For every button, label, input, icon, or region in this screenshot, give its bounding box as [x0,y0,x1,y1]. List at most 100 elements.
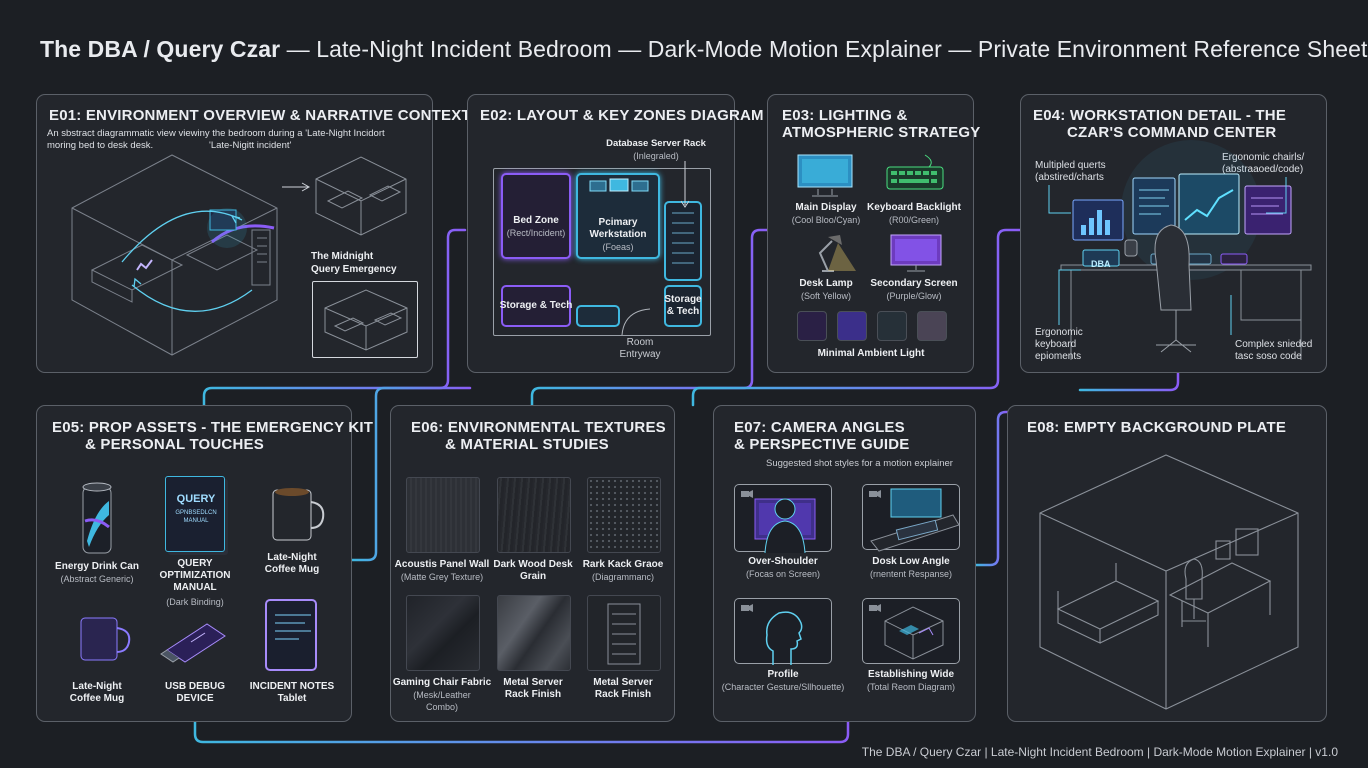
book-cover-text: GPNBSEDLCN [175,510,217,516]
profile-silhouette [741,604,803,665]
zone-label: (Rect/Incident) [506,228,566,238]
description-text: 'Late-Nigitt incident' [209,140,292,151]
zone-label: Entryway [619,349,661,360]
manual-book-icon: QUERY GPNBSEDLCN MANUAL [165,476,225,552]
secondary-screen-icon [890,234,942,272]
zone-label: Pcimary [598,217,638,228]
command-center-illustration [1060,140,1312,360]
light-label: (Soft Yellow) [800,291,852,301]
isometric-room-illustration [71,154,278,356]
page-title: The DBA / Query Czar — Late-Night Incide… [40,36,1368,62]
description-text: moring bed to desk desk. [47,140,154,151]
prop-label: QUERY [177,558,213,569]
texture-label: (Mesk/Leather [413,690,471,700]
texture-chair-fabric [406,595,480,671]
texture-label: Grain [519,571,547,582]
prop-label: Late-Night [267,552,317,563]
empty-room-plate-illustration [1039,454,1299,710]
callout-label: Ergonomic chairls/ [1222,152,1305,163]
wide-room-illustration [869,604,944,660]
texture-label: Combo) [425,702,459,712]
light-label: Secondary Screen [870,278,958,289]
light-label: Desk Lamp [799,278,853,289]
shot-over-shoulder [734,484,832,554]
zone-label: (Foeas) [602,242,634,252]
prop-label: (Abstract Generic) [60,574,134,584]
monitors-icon [589,178,649,192]
panel-e05-prop-assets: E05: PROP ASSETS - THE EMERGENCY KIT & P… [36,405,373,722]
shot-label: (Focas on Screen) [745,569,821,579]
coffee-mug-icon [80,617,131,661]
panel-title: E02: LAYOUT & KEY ZONES DIAGRAM [480,107,764,124]
light-label: Main Display [795,202,857,213]
texture-acoustic-panel [406,477,480,553]
light-label: (R00/Green) [888,215,940,225]
floorplan-outline [493,168,711,336]
desk-lamp-icon [818,235,856,272]
texture-label: Rark Kack Graoe [582,559,664,570]
zone-label: Database Server Rack [606,138,706,149]
callout-label: (abstired/charts [1035,172,1104,183]
mini-room-illustration [324,289,408,351]
texture-label: Gaming Chair Fabric [392,677,492,688]
inset-label: The Midnight [311,251,374,262]
callout-label: Complex snieded [1235,339,1313,350]
prop-label: INCIDENT NOTES [249,681,335,692]
ambient-swatch-4 [917,311,947,341]
shot-label: Dosk Low Angle [872,556,950,567]
texture-label: (Matte Grey Texture) [400,572,484,582]
callout-label: Ergonomic [1035,327,1083,338]
panel-title: E06: ENVIRONMENTAL TEXTURES [411,419,666,436]
zone-label: & Tech [666,306,700,317]
panel-title: & MATERIAL STUDIES [445,436,609,453]
shot-label: (rnentent Respanse) [869,569,953,579]
dba-mug-label: DBA [1091,259,1111,269]
usb-device-icon [160,623,226,663]
callout-lines [1048,177,1287,335]
inset-midnight-query-emergency [312,281,418,358]
shot-label: (Character Gesture/Sllhouette) [721,682,845,692]
panel-e06-textures: E06: ENVIRONMENTAL TEXTURES & MATERIAL S… [390,405,675,722]
panel-e03-lighting: E03: LIGHTING & ATMOSPHERIC STRATEGY Mai… [767,94,980,373]
panel-e01-environment-overview: E01: ENVIRONMENT OVERVIEW & NARRATIVE CO… [36,94,471,373]
zone-storage-small [576,305,620,327]
description-text: Suggested shot styles for a motion expla… [766,458,953,469]
prop-label: MANUAL [173,582,217,593]
ambient-swatch-3 [877,311,907,341]
prop-label: Late-Night [72,681,122,692]
low-angle-illustration [869,488,960,552]
texture-label: Dark Wood Desk [493,559,573,570]
over-shoulder-illustration [741,490,816,554]
texture-rack-grate [587,477,661,553]
shot-establishing-wide [862,598,960,664]
light-label: (Cool Bloo/Cyan) [791,215,861,225]
callout-label: tasc soso code [1235,351,1302,362]
panel-title: & PERSONAL TOUCHES [85,436,264,453]
callout-label: (abstraaoed/code) [1222,164,1304,175]
tablet-icon [265,599,317,671]
keyboard-backlight-icon [886,154,944,190]
zone-bed [501,173,571,259]
panel-title: E01: ENVIRONMENT OVERVIEW & NARRATIVE CO… [49,107,471,124]
texture-dark-wood [497,477,571,553]
shot-label: Establishing Wide [867,669,955,680]
callout-label: keyboard [1035,339,1077,350]
prop-label: USB DEBUG [164,681,226,692]
zone-label: Room [626,337,654,348]
book-cover-text: QUERY [176,493,216,505]
texture-label: Metal Server [503,677,563,688]
book-cover-text: MANUAL [183,518,209,524]
description-text: An sbstract diagrammatic view viewiny th… [47,128,385,139]
prop-label: Coffee Mug [69,693,125,704]
zone-storage-tech-left [501,285,571,327]
inset-label: Query Emergency [311,264,397,275]
light-label: (Purple/Glow) [886,291,942,301]
panel-title: E08: EMPTY BACKGROUND PLATE [1027,419,1287,436]
prop-label: OPTIMIZATION [159,570,231,581]
zone-label: Bed Zone [513,215,559,226]
panel-title: E07: CAMERA ANGLES [734,419,905,436]
prop-label: Tablet [277,693,307,704]
mini-room-illustration [315,156,407,236]
panel-title: CZAR'S COMMAND CENTER [1067,124,1277,141]
texture-label: (Diagrammanc) [591,572,655,582]
